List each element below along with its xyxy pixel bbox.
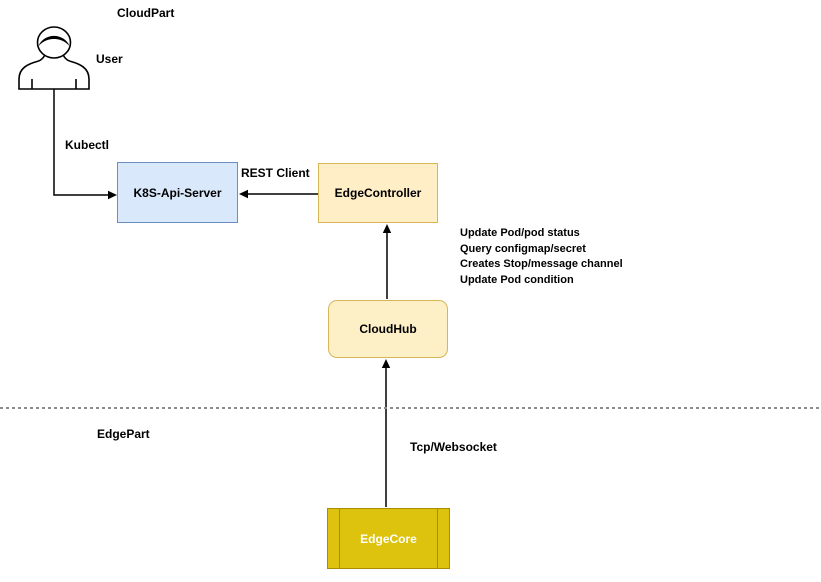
note-line: Creates Stop/message channel — [460, 258, 623, 270]
node-edge-controller: EdgeController — [318, 163, 438, 223]
tcp-websocket-edge-label: Tcp/Websocket — [410, 440, 497, 454]
user-actor-icon — [18, 26, 90, 90]
rest-client-edge-label: REST Client — [241, 166, 310, 180]
node-edge-core: EdgeCore — [327, 508, 450, 569]
node-cloud-hub-label: CloudHub — [359, 322, 417, 336]
process-bar-left — [339, 509, 340, 568]
node-edge-controller-label: EdgeController — [334, 186, 422, 200]
node-k8s-api-server-label: K8S-Api-Server — [133, 185, 222, 200]
node-k8s-api-server: K8S-Api-Server — [117, 162, 238, 223]
cloudhub-notes: Update Pod/pod status Query configmap/se… — [460, 226, 623, 288]
note-line: Query configmap/secret — [460, 242, 586, 255]
user-label: User — [96, 52, 123, 66]
rest-client-arrow — [239, 189, 318, 199]
process-bar-right — [437, 509, 438, 568]
note-line: Update Pod condition — [460, 273, 574, 286]
note-line: Update Pod/pod status — [460, 227, 580, 239]
kubectl-arrow — [53, 89, 117, 200]
kubectl-edge-label: Kubectl — [65, 138, 110, 152]
node-edge-core-label: EdgeCore — [360, 531, 417, 546]
node-cloud-hub: CloudHub — [328, 300, 448, 358]
cloud-part-label: CloudPart — [117, 6, 175, 20]
edge-part-label: EdgePart — [97, 427, 150, 441]
edgecore-to-cloudhub-arrow — [381, 359, 391, 507]
cloudhub-to-edgecontroller-arrow — [382, 224, 392, 299]
